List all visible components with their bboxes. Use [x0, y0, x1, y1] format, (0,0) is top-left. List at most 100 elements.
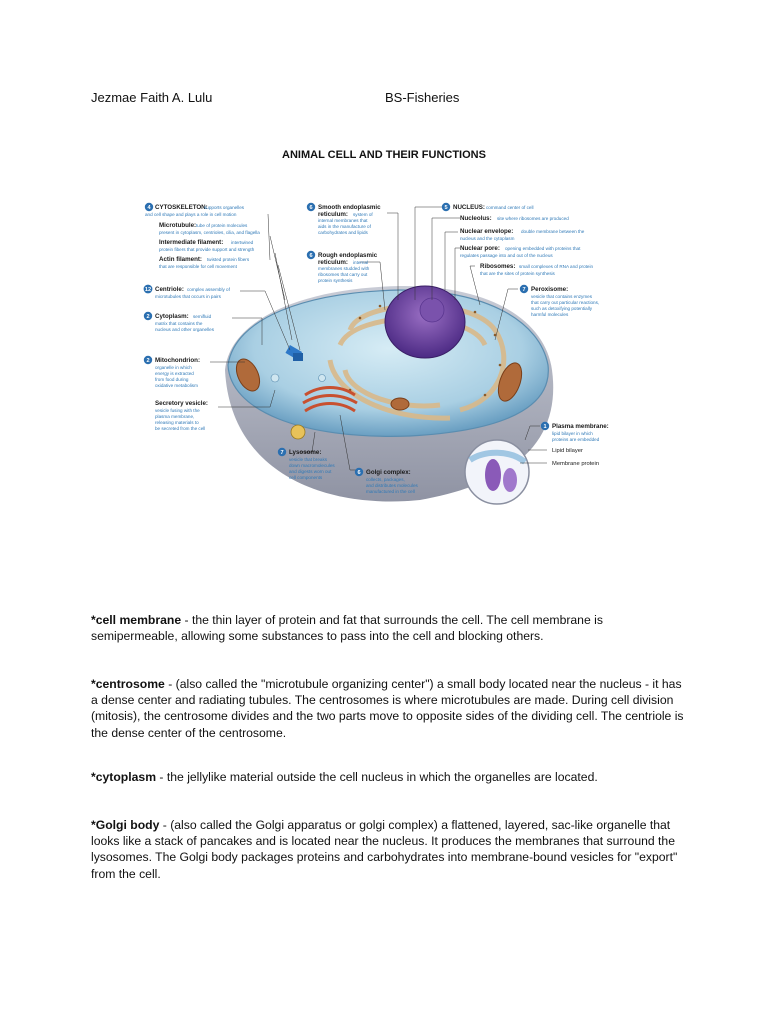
callout-label: Centriole: [155, 286, 184, 293]
callout-desc: small complexes of RNA and protein [519, 264, 593, 269]
callout-desc: that are the sites of protein synthesis [480, 271, 556, 276]
definition-cytoplasm: *cytoplasm - the jellylike material outs… [91, 769, 691, 785]
definition-term: *Golgi body [91, 818, 159, 832]
callout-desc: organelle in which [155, 365, 192, 370]
callout-label: Nuclear envelope: [460, 228, 513, 235]
callout-desc: and distributes molecules [366, 483, 419, 488]
callout-golgi-complex: 6 Golgi complex: collects, packages, and… [355, 468, 419, 494]
callout-number: 7 [522, 287, 525, 293]
callout-desc: collects, packages, [366, 477, 405, 482]
callout-intermediate-filament: Intermediate filament: intertwined prote… [159, 239, 255, 252]
callout-desc: semifluid [193, 314, 212, 319]
callout-nuclear-envelope: Nuclear envelope: double membrane betwee… [460, 228, 585, 241]
callout-desc: protein synthesis [318, 278, 353, 283]
callout-desc: harmful molecules [531, 312, 569, 317]
callout-microtubule: Microtubule: tube of protein molecules p… [159, 222, 260, 235]
callout-desc: down macromolecules [289, 463, 335, 468]
callout-desc: and digests worn out [289, 469, 332, 474]
callout-label: Peroxisome: [531, 286, 568, 293]
callout-label: Plasma membrane: [552, 423, 609, 430]
definition-text: - (also called the Golgi apparatus or go… [91, 818, 677, 881]
callout-secretory-vesicle: Secretory vesicle: vesicle fusing with t… [155, 400, 208, 431]
callout-ribosomes: Ribosomes: small complexes of RNA and pr… [480, 263, 593, 276]
callout-number: 2 [146, 314, 149, 320]
definition-text: - the jellylike material outside the cel… [156, 770, 598, 784]
callout-desc: supports organelles [204, 205, 245, 210]
callout-cytoskeleton: 4 CYTOSKELETON: supports organelles and … [145, 203, 245, 217]
callout-label: reticulum: [318, 211, 348, 218]
callout-desc: that carry out particular reactions, [531, 300, 599, 305]
callout-desc: protein fibers that provide support and … [159, 247, 255, 252]
callout-desc: releasing materials to [155, 420, 199, 425]
callout-desc: vesicle that breaks [289, 457, 328, 462]
callout-number: 6 [357, 470, 360, 476]
callout-nuclear-pore: Nuclear pore: opening embedded with prot… [460, 245, 581, 258]
callout-label: Golgi complex: [366, 469, 411, 476]
definition-term: *cell membrane [91, 613, 181, 627]
callout-desc: membranes studded with [318, 266, 370, 271]
callout-desc: nucleus and other organelles [155, 327, 215, 332]
callout-label: Cytoplasm: [155, 313, 189, 320]
callout-lysosome: 7 Lysosome: vesicle that breaks down mac… [278, 448, 336, 480]
callout-desc: intertwined [231, 240, 254, 245]
callout-desc: site where ribosomes are produced [497, 216, 569, 221]
callout-actin-filament: Actin filament: twisted protein fibers t… [159, 256, 250, 269]
callout-membrane-protein: Membrane protein [552, 461, 599, 467]
callout-desc: vesicle that contains enzymes [531, 294, 593, 299]
callout-desc: internal [353, 260, 368, 265]
callout-label: NUCLEUS: [453, 204, 485, 211]
callout-number: 6 [309, 205, 312, 211]
callout-desc: command center of cell [486, 205, 534, 210]
callout-desc: vesicle fusing with the [155, 408, 200, 413]
callout-desc: and cell shape and plays a role in cell … [145, 212, 237, 217]
callout-smooth-er: 6 Smooth endoplasmic reticulum: system o… [307, 203, 381, 235]
callout-label: Microtubule: [159, 222, 196, 229]
callout-desc: carbohydrates and lipids [318, 230, 368, 235]
callout-number: 12 [145, 287, 151, 293]
definition-cell-membrane: *cell membrane - the thin layer of prote… [91, 612, 691, 644]
callout-nucleus: 5 NUCLEUS: command center of cell [442, 203, 534, 211]
callout-label: Lipid bilayer [552, 448, 583, 454]
definition-golgi-body: *Golgi body - (also called the Golgi app… [91, 817, 691, 882]
callout-label: reticulum: [318, 259, 348, 266]
callout-plasma-membrane: 1 Plasma membrane: lipid bilayer in whic… [541, 422, 609, 442]
definition-term: *cytoplasm [91, 770, 156, 784]
callout-label: CYTOSKELETON: [155, 204, 208, 211]
callout-desc: lipid bilayer in which [552, 431, 593, 436]
callout-layer: 4 CYTOSKELETON: supports organelles and … [0, 0, 768, 600]
callout-desc: nucleus and the cytoplasm [460, 236, 515, 241]
definition-term: *centrosome [91, 677, 165, 691]
callout-label: Smooth endoplasmic [318, 204, 381, 211]
callout-desc: proteins are embedded [552, 437, 600, 442]
callout-number: 5 [444, 205, 447, 211]
callout-desc: microtubules that occurs in pairs [155, 294, 222, 299]
callout-desc: aids in the manufacture of [318, 224, 372, 229]
definition-centrosome: *centrosome - (also called the "microtub… [91, 676, 691, 741]
callout-number: 1 [543, 424, 546, 430]
callout-label: Actin filament: [159, 256, 202, 263]
callout-number: 6 [309, 253, 312, 259]
callout-desc: oxidative metabolism [155, 383, 198, 388]
callout-desc: ribosomes that carry out [318, 272, 368, 277]
callout-lipid-bilayer: Lipid bilayer [552, 448, 583, 454]
callout-desc: be secreted from the cell [155, 426, 205, 431]
callout-desc: opening embedded with proteins that [505, 246, 581, 251]
callout-label: Secretory vesicle: [155, 400, 208, 407]
callout-rough-er: 6 Rough endoplasmic reticulum: internal … [307, 251, 378, 283]
callout-desc: such as detoxifying potentially [531, 306, 593, 311]
callout-peroxisome: 7 Peroxisome: vesicle that contains enzy… [520, 285, 599, 317]
callout-desc: internal membranes that [318, 218, 368, 223]
callout-nucleolus: Nucleolus: site where ribosomes are prod… [460, 215, 569, 222]
callout-label: Nucleolus: [460, 215, 492, 222]
definition-text: - (also called the "microtubule organizi… [91, 677, 684, 740]
callout-label: Intermediate filament: [159, 239, 223, 246]
callout-label: Lysosome: [289, 449, 321, 456]
callout-label: Rough endoplasmic [318, 252, 378, 259]
callout-desc: plasma membrane, [155, 414, 194, 419]
callout-cytoplasm: 2 Cytoplasm: semifluid matrix that conta… [144, 312, 215, 332]
callout-desc: double membrane between the [521, 229, 585, 234]
callout-number: 2 [146, 358, 149, 364]
callout-desc: present in cytoplasm, centrioles, cilia,… [159, 230, 260, 235]
callout-desc: from food during [155, 377, 189, 382]
callout-mitochondrion: 2 Mitochondrion: organelle in which ener… [144, 356, 200, 388]
